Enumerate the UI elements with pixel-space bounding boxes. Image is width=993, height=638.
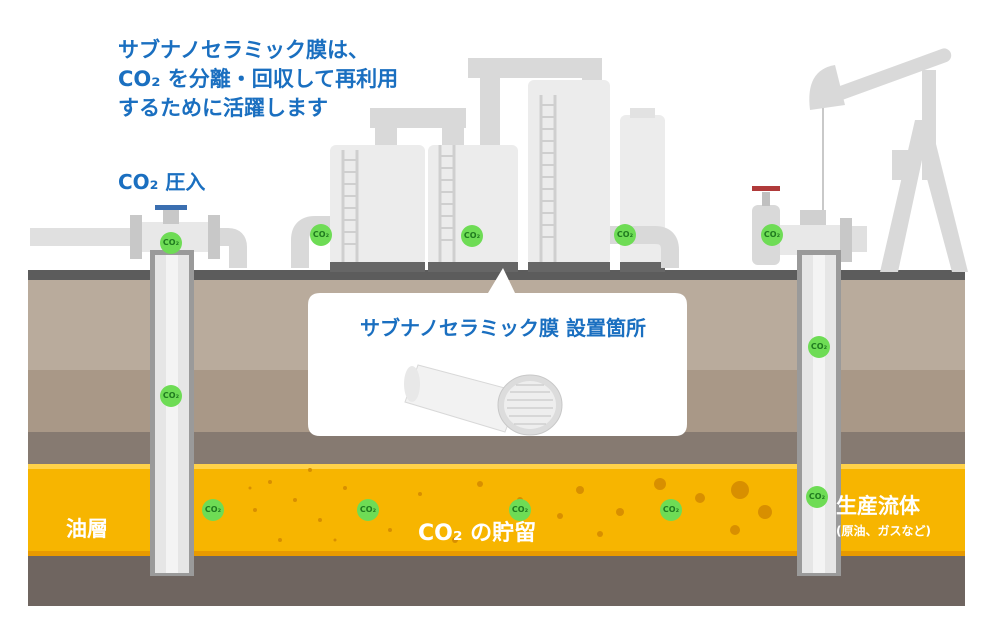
- product-fluid-title: 生産流体: [836, 494, 920, 518]
- membrane-callout: [308, 268, 687, 436]
- co2-bubble: CO₂: [806, 486, 828, 508]
- membrane-location-label: サブナノセラミック膜 設置箇所: [360, 316, 646, 340]
- co2-bubble: CO₂: [310, 224, 332, 246]
- co2-bubble: CO₂: [660, 499, 682, 521]
- injection-pipe: [30, 205, 247, 268]
- co2-injection-label: CO₂ 圧入: [118, 170, 206, 194]
- oil-layer-label: 油層: [66, 517, 108, 541]
- headline-line-3: するために活躍します: [118, 96, 328, 120]
- co2-bubble: CO₂: [202, 499, 224, 521]
- separation-plant: [291, 58, 679, 272]
- surface-line: [28, 270, 965, 280]
- pump-jack: [809, 48, 968, 272]
- injection-well: [150, 250, 194, 576]
- co2-bubble: CO₂: [614, 224, 636, 246]
- product-fluid-subtitle: (原油、ガスなど): [836, 524, 931, 538]
- co2-bubble: CO₂: [160, 232, 182, 254]
- headline-line-2: CO₂ を分離・回収して再利用: [118, 67, 399, 91]
- co2-bubble: CO₂: [160, 385, 182, 407]
- co2-bubble: CO₂: [357, 499, 379, 521]
- co2-bubble: CO₂: [808, 336, 830, 358]
- headline: サブナノセラミック膜は、 CO₂ を分離・回収して再利用 するために活躍します: [118, 36, 398, 123]
- co2-bubble: CO₂: [461, 225, 483, 247]
- oil-particles: [248, 468, 772, 543]
- co2-bubble: CO₂: [509, 499, 531, 521]
- headline-line-1: サブナノセラミック膜は、: [118, 38, 369, 62]
- production-well: [797, 250, 841, 576]
- membrane-tube: [404, 364, 563, 436]
- co2-storage-label: CO₂ の貯留: [418, 521, 537, 546]
- co2-bubble: CO₂: [761, 224, 783, 246]
